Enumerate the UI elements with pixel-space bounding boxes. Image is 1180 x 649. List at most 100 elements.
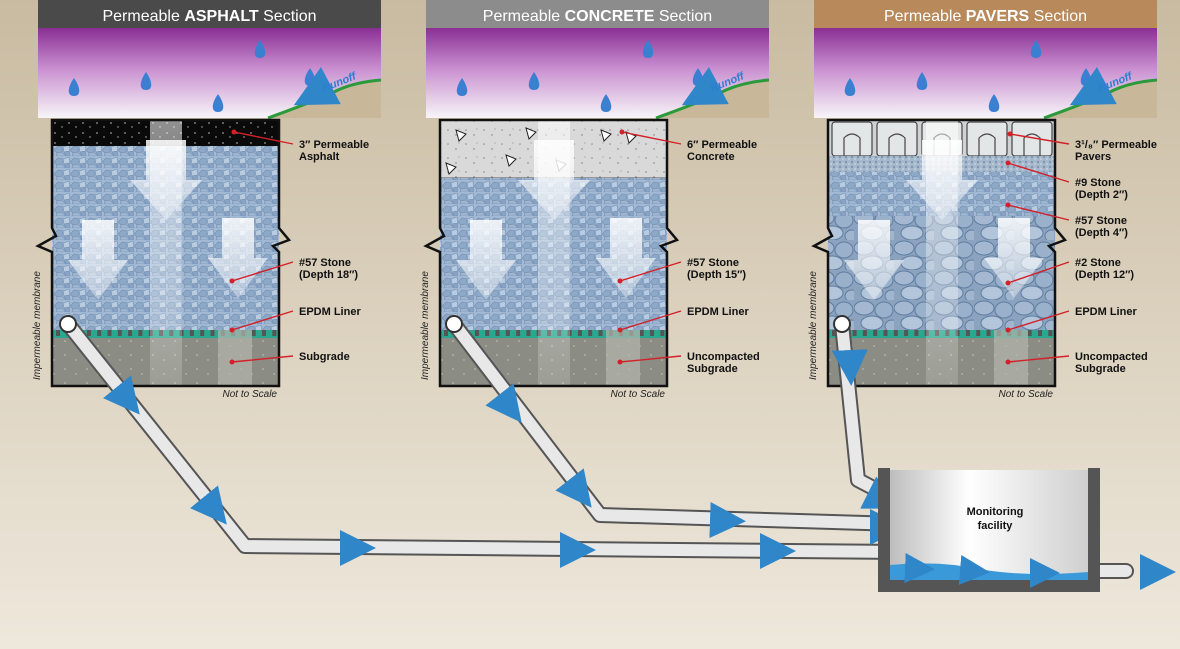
liner-spot bbox=[117, 330, 122, 336]
layer-label: EPDM Liner bbox=[687, 306, 749, 318]
paver-block bbox=[1011, 121, 1053, 157]
layer-label: 3″ Permeable bbox=[299, 139, 369, 151]
layer-label: EPDM Liner bbox=[299, 306, 361, 318]
section-outline bbox=[423, 118, 680, 388]
layer-label: #57 Stone bbox=[1075, 215, 1127, 227]
layer-label: #57 Stone bbox=[687, 257, 739, 269]
raindrop-icon bbox=[456, 78, 468, 96]
runoff-arrow-icon bbox=[681, 67, 729, 106]
raindrop-icon bbox=[68, 78, 80, 96]
liner-spot bbox=[1038, 330, 1042, 336]
layer-label: (Depth 4″) bbox=[1075, 227, 1128, 239]
layer-label: Pavers bbox=[1075, 151, 1111, 163]
liner-spot bbox=[251, 330, 256, 336]
leader-line bbox=[1007, 310, 1070, 331]
leader-line bbox=[1007, 162, 1070, 183]
pipe-flow-arrows bbox=[103, 349, 1176, 590]
liner-spot bbox=[650, 330, 654, 336]
liner-spot bbox=[138, 330, 143, 336]
leader-line bbox=[231, 310, 294, 331]
infiltration-column bbox=[218, 330, 252, 386]
raindrop-icon bbox=[140, 72, 152, 90]
pipe-inlet-pavers bbox=[833, 315, 851, 333]
scale-note: Not to Scale bbox=[999, 389, 1054, 400]
leader-line bbox=[619, 261, 682, 282]
leader-line bbox=[233, 131, 294, 145]
liner-spot bbox=[107, 330, 112, 336]
layer-label: #2 Stone bbox=[1075, 257, 1121, 269]
raindrop-icon bbox=[844, 78, 856, 96]
layer-label: 6″ Permeable bbox=[687, 139, 757, 151]
section-title: Permeable CONCRETE Section bbox=[483, 8, 712, 25]
layer-label: (Depth 2″) bbox=[1075, 189, 1128, 201]
liner-spot bbox=[200, 330, 205, 336]
scale-note: Not to Scale bbox=[223, 389, 278, 400]
liner-spot bbox=[516, 330, 521, 336]
raindrop-icon bbox=[600, 94, 612, 112]
liner-spot bbox=[495, 330, 500, 336]
membrane-label: Impermeable membrane bbox=[808, 271, 819, 380]
raindrop-icon bbox=[1030, 40, 1042, 58]
liner-spot bbox=[485, 330, 490, 336]
infiltration-arrow-icon bbox=[208, 218, 268, 298]
liner-spot bbox=[976, 330, 981, 336]
liner-spot bbox=[893, 330, 898, 336]
leader-line bbox=[1009, 133, 1070, 145]
runoff-arrow-icon bbox=[1069, 67, 1117, 106]
layer-label: #9 Stone bbox=[1075, 177, 1121, 189]
monitoring-facility: Monitoring facility bbox=[878, 468, 1100, 592]
raindrop-icon bbox=[642, 40, 654, 58]
paver-slot bbox=[843, 133, 861, 156]
liner-spot bbox=[588, 330, 593, 336]
pipe-inlet-concrete bbox=[445, 315, 463, 333]
raindrop-icon bbox=[528, 72, 540, 90]
liner-spot bbox=[86, 330, 91, 336]
liner-spot bbox=[986, 330, 991, 336]
infiltration-arrow-icon bbox=[844, 220, 904, 300]
liner-spot bbox=[965, 330, 970, 336]
liner-spot bbox=[56, 330, 60, 336]
liner-spot bbox=[639, 330, 644, 336]
runoff-arrow-icon bbox=[293, 67, 341, 106]
layer-label: Subgrade bbox=[687, 363, 738, 375]
liner-spot bbox=[904, 330, 909, 336]
scale-note: Not to Scale bbox=[611, 389, 666, 400]
layer-label: #57 Stone bbox=[299, 257, 351, 269]
liner-spot bbox=[505, 330, 510, 336]
liner-spot bbox=[873, 330, 878, 336]
aggregate-icon bbox=[525, 127, 537, 140]
infiltration-arrow-icon bbox=[68, 220, 128, 300]
pipe-inlet-asphalt bbox=[59, 315, 77, 333]
liner-spot bbox=[862, 330, 867, 336]
paver-slot bbox=[888, 133, 906, 156]
section-title-bar bbox=[38, 0, 381, 28]
leader-line bbox=[231, 261, 294, 282]
paver-slot bbox=[978, 133, 996, 156]
liner-spot bbox=[97, 330, 102, 336]
section-concrete: Permeable CONCRETE SectionRunoffImpermea… bbox=[420, 0, 770, 400]
liner-spot bbox=[1027, 330, 1032, 336]
liner-spot bbox=[1048, 330, 1053, 336]
liner-spot bbox=[883, 330, 888, 336]
liner-spot bbox=[210, 330, 215, 336]
layer-label: Uncompacted bbox=[1075, 351, 1148, 363]
paver-block bbox=[876, 121, 918, 157]
liner-spot bbox=[577, 330, 582, 336]
infiltration-column bbox=[994, 330, 1028, 386]
section-pavers: Permeable PAVERS SectionRunoffImpermeabl… bbox=[808, 0, 1158, 400]
aggregate-icon bbox=[505, 154, 517, 167]
liner-spot bbox=[444, 330, 448, 336]
liner-spot bbox=[474, 330, 479, 336]
aggregate-icon bbox=[455, 129, 467, 142]
infiltration-arrow-icon bbox=[984, 218, 1044, 298]
layer-label: Subgrade bbox=[1075, 363, 1126, 375]
raindrop-icon bbox=[916, 72, 928, 90]
section-outline bbox=[811, 118, 1068, 388]
raindrop-icon bbox=[254, 40, 266, 58]
section-title-bar bbox=[814, 0, 1157, 28]
leader-line bbox=[619, 355, 682, 363]
liner-spot bbox=[272, 330, 277, 336]
paver-slot bbox=[1023, 133, 1041, 156]
liner-spot bbox=[914, 330, 919, 336]
